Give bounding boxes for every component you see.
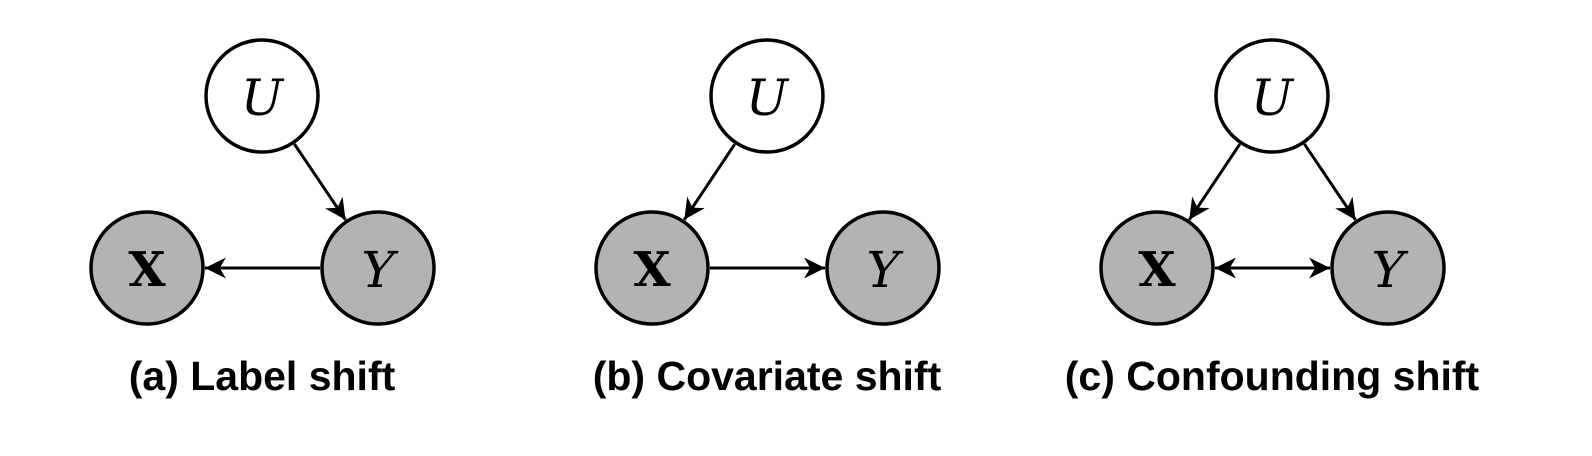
node-y-circle <box>1330 210 1446 326</box>
node-x-label: X <box>633 242 671 298</box>
node-x: X <box>1099 210 1215 326</box>
node-x-circle <box>1099 210 1215 326</box>
edge-u-to-y <box>293 143 347 221</box>
node-x: X <box>89 210 205 326</box>
node-y-circle <box>825 210 941 326</box>
edge-u-to-x <box>1187 143 1242 221</box>
node-y-label: Y <box>1371 241 1408 299</box>
edges <box>205 143 347 279</box>
panel-caption: (c) Confounding shift <box>1065 353 1480 399</box>
node-x-circle <box>594 210 710 326</box>
node-x-label: X <box>128 242 166 298</box>
node-u-label: U <box>746 69 790 127</box>
node-x: X <box>594 210 710 326</box>
node-u-circle <box>1214 38 1330 154</box>
panel-caption: (b) Covariate shift <box>593 353 942 399</box>
edges <box>682 143 825 279</box>
node-u: U <box>204 38 320 154</box>
edge-u-to-y <box>1303 143 1357 221</box>
node-u-label: U <box>241 69 285 127</box>
edges <box>1187 143 1357 279</box>
node-u: U <box>709 38 825 154</box>
node-x-label: X <box>1138 242 1176 298</box>
node-y-circle <box>320 210 436 326</box>
node-u: U <box>1214 38 1330 154</box>
node-u-circle <box>204 38 320 154</box>
node-u-label: U <box>1251 69 1295 127</box>
node-y-label: Y <box>361 241 398 299</box>
node-u-circle <box>709 38 825 154</box>
node-x-circle <box>89 210 205 326</box>
node-y: Y <box>1330 210 1446 326</box>
edge-u-to-x <box>682 143 737 221</box>
node-y: Y <box>825 210 941 326</box>
node-y: Y <box>320 210 436 326</box>
panel-a: U X Y (a) Label shift <box>89 38 436 399</box>
panel-b: U X Y (b) Covariate shift <box>593 38 942 399</box>
panel-caption: (a) Label shift <box>129 353 396 399</box>
node-y-label: Y <box>866 241 903 299</box>
panel-c: U X Y (c) Confounding shift <box>1065 38 1480 399</box>
